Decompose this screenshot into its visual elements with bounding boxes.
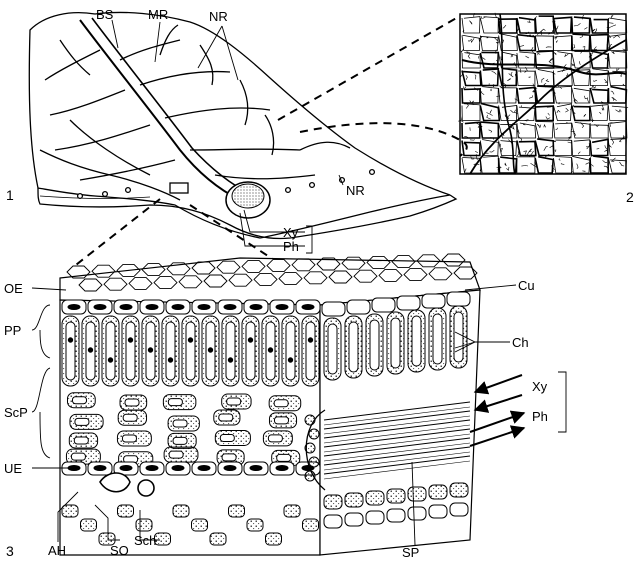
label-cuticle: Cu (518, 278, 535, 293)
figure-1-leader-lines (111, 19, 344, 254)
label-phloem-leaf: Ph (283, 239, 299, 254)
label-chloroplasts: Ch (512, 335, 529, 350)
label-xylem-block: Xy (532, 379, 548, 394)
label-spongy-parenchyma: ScP (4, 405, 28, 420)
label-xylem-leaf: Xy (283, 225, 299, 240)
label-vein-upper: NR (209, 9, 228, 24)
label-stomatal-opening: SO (110, 543, 129, 558)
leaf-illustration (28, 11, 458, 240)
label-phloem-block: Ph (532, 409, 548, 424)
label-upper-epidermis: OE (4, 281, 23, 296)
tissue-block-illustration (59, 253, 481, 556)
figure-number-3: 3 (6, 543, 14, 559)
label-guard-cell: Sch (134, 533, 157, 548)
label-lower-epidermis: UE (4, 461, 23, 476)
label-palisade-parenchyma: PP (4, 323, 22, 338)
label-respiratory-cavity: AH (48, 543, 67, 558)
figure-number-1: 1 (6, 187, 14, 203)
vein-network-panel (458, 12, 629, 175)
label-vein-lower: NR (346, 183, 365, 198)
xy-ph-arrows (469, 374, 526, 447)
label-sheath-parenchyma: SP (402, 545, 420, 560)
label-bundle-sheath: BS (96, 7, 114, 22)
figure-3-leader-lines (31, 284, 567, 546)
figure-number-2: 2 (626, 189, 634, 205)
label-midrib: MR (148, 7, 169, 22)
